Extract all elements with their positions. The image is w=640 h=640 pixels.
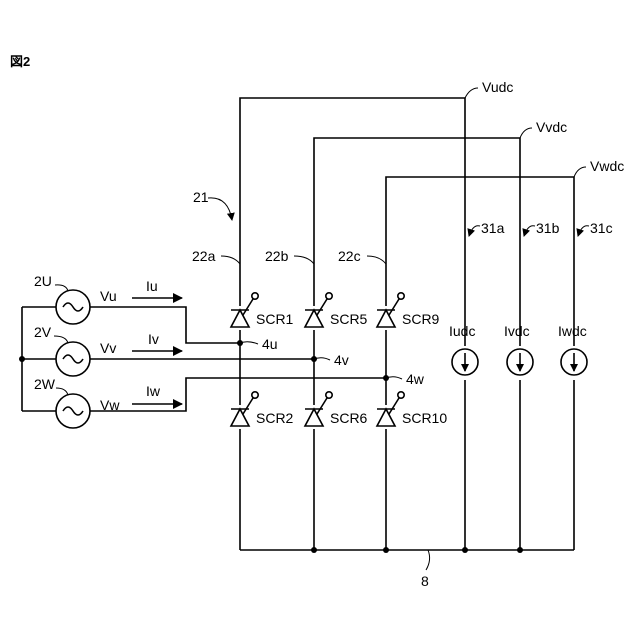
- load-id-label: 31b: [536, 220, 560, 236]
- thyristor-upper-2-label: SCR5: [330, 311, 368, 327]
- thyristor-lower-2-label: SCR6: [330, 410, 368, 426]
- node-u-label: 4u: [262, 336, 278, 352]
- source-u-label: 2U: [34, 273, 52, 289]
- dc-loads: Iudc 31aIvdc 31bIwdc 31c: [449, 220, 613, 380]
- node-v-label: 4v: [334, 352, 349, 368]
- load-id-label: 31c: [590, 220, 613, 236]
- junction-dot: [517, 547, 523, 553]
- load-leader-arrow: [578, 226, 589, 236]
- vw-label: Vw: [100, 397, 120, 413]
- thyristor-lower-1-label: SCR2: [256, 410, 294, 426]
- vvdc-label: Vvdc: [536, 119, 567, 135]
- figure-label: 図2: [10, 54, 30, 69]
- iu-label: Iu: [146, 278, 158, 294]
- ac-sources: 2U Vu Iu 2V Vv Iv 2W Vw Iw: [19, 273, 386, 428]
- vwdc-label: Vwdc: [590, 158, 624, 174]
- thyristor-lower-3-label: SCR10: [402, 410, 447, 426]
- return-line-label: 8: [421, 573, 429, 589]
- iw-label: Iw: [146, 383, 161, 399]
- vv-label: Vv: [100, 340, 116, 356]
- dc-bus-w: Vwdc: [386, 158, 624, 550]
- load-1: Iudc 31a: [449, 220, 505, 380]
- sine-wave-icon: [63, 303, 83, 311]
- load-current-label: Iwdc: [558, 323, 587, 339]
- neutral-dot: [19, 356, 25, 362]
- sine-wave-icon: [63, 355, 83, 363]
- load-3: Iwdc 31c: [558, 220, 613, 380]
- thyristor-upper-3-label: SCR9: [402, 311, 440, 327]
- arm-leader: [221, 256, 240, 264]
- load-leader-arrow: [469, 226, 480, 236]
- source-u: 2U Vu Iu: [34, 273, 240, 343]
- arm-label-c: 22c: [338, 248, 361, 264]
- source-w-label: 2W: [34, 376, 56, 392]
- node-w-label: 4w: [406, 371, 425, 387]
- junction-dot: [383, 547, 389, 553]
- load-leader-arrow: [524, 226, 535, 236]
- arm-label-b: 22b: [265, 248, 289, 264]
- vu-label: Vu: [100, 288, 117, 304]
- load-current-label: Iudc: [449, 323, 475, 339]
- arm-leader: [294, 256, 314, 264]
- sine-wave-icon: [63, 407, 83, 415]
- arm-label-a: 22a: [192, 248, 216, 264]
- arm-leader: [367, 256, 386, 264]
- junction-dot: [311, 547, 317, 553]
- load-id-label: 31a: [481, 220, 505, 236]
- vudc-label: Vudc: [482, 79, 513, 95]
- load-2: Ivdc 31b: [504, 220, 560, 380]
- junction-dot: [462, 547, 468, 553]
- bridge-label: 21: [193, 189, 209, 205]
- bridge-leader-arrow: [208, 198, 232, 220]
- load-current-label: Ivdc: [504, 323, 530, 339]
- thyristor-upper-1-label: SCR1: [256, 311, 294, 327]
- ac-nodes: 4u 4v 4w: [237, 336, 425, 387]
- source-v-label: 2V: [34, 324, 52, 340]
- iv-label: Iv: [148, 331, 159, 347]
